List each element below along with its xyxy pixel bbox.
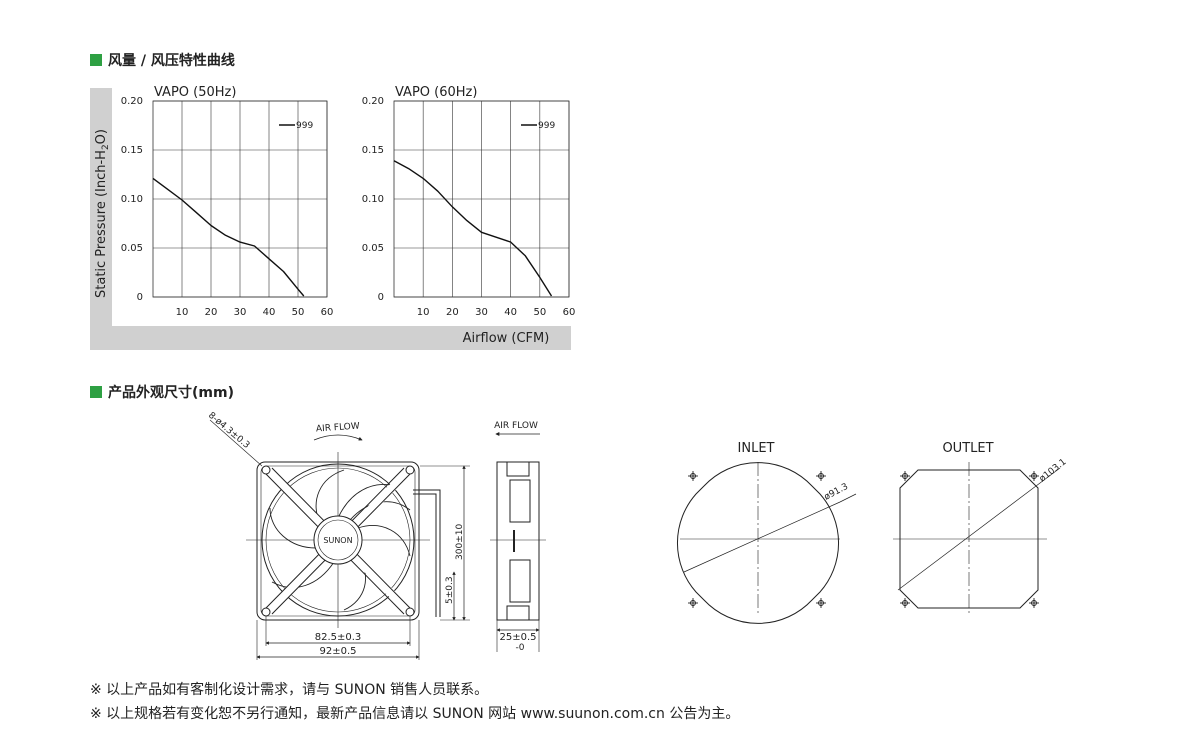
y-axis-label: Static Pressure (Inch-H2O): [94, 129, 111, 298]
y-tick-label: 0.10: [121, 194, 143, 205]
outlet-dia-line: [897, 479, 1045, 591]
airflow-front-arrow: [313, 434, 363, 441]
fan-hub: [313, 515, 363, 565]
hole-label: 8-ø4.3±0.3: [206, 411, 251, 451]
strip-dim-label: 5±0.3: [445, 576, 455, 604]
side-bottom-rib: [506, 605, 530, 621]
side-top-rib: [506, 461, 530, 477]
cable-dim-label: 300±10: [455, 524, 465, 560]
y-tick-label: 0.05: [362, 243, 384, 254]
x-tick-label: 20: [205, 307, 218, 318]
x-tick-label: 50: [533, 307, 546, 318]
mount-dim-label: 82.5±0.3: [315, 632, 362, 643]
outlet-mount-marks: [900, 471, 1039, 608]
note-customization: ※ 以上产品如有客制化设计需求，请与 SUNON 销售人员联系。: [90, 682, 489, 698]
legend-label: 999: [296, 121, 313, 131]
y-tick-label: 0.20: [362, 96, 384, 107]
x-tick-label: 60: [321, 307, 334, 318]
chart-title: VAPO (60Hz): [395, 85, 477, 100]
size-dim-label: 92±0.5: [319, 646, 356, 657]
legend-label: 999: [538, 121, 555, 131]
series-line: [152, 177, 305, 297]
fan-shroud: [261, 463, 415, 617]
curves-title-text: 风量 / 风压特性曲线: [108, 53, 235, 69]
ylabel-band: [90, 88, 112, 350]
inlet-view: [677, 462, 857, 624]
series-line: [393, 160, 553, 297]
outlet-dia-leader: [1043, 467, 1061, 481]
curves-section-title: 风量 / 风压特性曲线: [90, 50, 235, 70]
x-axis-label: Airflow (CFM): [463, 331, 550, 346]
x-tick-label: 10: [176, 307, 189, 318]
mount-hole-tr: [405, 465, 415, 475]
outlet-view: [893, 462, 1061, 614]
side-lower-window: [509, 559, 531, 603]
outlet-dia-label: ø103.1: [1038, 457, 1069, 484]
chart-title: VAPO (50Hz): [154, 85, 236, 100]
green-square-icon: [90, 386, 102, 398]
y-tick-label: 0: [137, 292, 143, 303]
y-tick-label: 0.15: [121, 145, 143, 156]
chart-60hz: 10 20 30 40 50 60 0 0.05 0.10 0.15 0.20 VAPO (60Hz)…: [362, 85, 576, 318]
side-view: [490, 432, 546, 652]
y-tick-label: 0.10: [362, 194, 384, 205]
xlabel-band: [90, 326, 571, 350]
y-tick-label: 0.05: [121, 243, 143, 254]
outlet-title: OUTLET: [942, 441, 993, 456]
inlet-mount-marks: [688, 471, 826, 608]
fan-hub-inner: [317, 519, 359, 561]
cable-2: [413, 493, 437, 617]
brand-label: SUNON: [323, 536, 352, 545]
side-frame: [496, 461, 540, 621]
x-tick-label: 10: [417, 307, 430, 318]
chart-50hz: 10 20 30 40 50 60 0 0.05 0.10 0.15 0.20 VAPO (50Hz)…: [121, 85, 334, 318]
inlet-dia-leader: [839, 493, 857, 503]
hole-leader: [209, 419, 263, 467]
cable: [413, 489, 441, 617]
x-tick-label: 40: [504, 307, 517, 318]
x-tick-label: 50: [292, 307, 305, 318]
side-upper-window: [509, 479, 531, 523]
x-tick-label: 40: [263, 307, 276, 318]
x-tick-label: 20: [446, 307, 459, 318]
inlet-dia-line: [683, 501, 841, 573]
front-view: [209, 419, 470, 660]
fan-shroud-inner: [265, 467, 411, 613]
inlet-opening: [677, 462, 839, 624]
y-tick-label: 0.15: [362, 145, 384, 156]
x-tick-label: 30: [234, 307, 247, 318]
depth-dim-label: 25±0.5: [499, 632, 536, 643]
characteristic-curves: Static Pressure (Inch-H2O) Airflow (CFM)…: [90, 85, 576, 350]
airflow-side-label: AIR FLOW: [494, 421, 538, 431]
dimensions-title-text: 产品外观尺寸(mm): [108, 385, 234, 401]
x-tick-label: 30: [475, 307, 488, 318]
inlet-title: INLET: [738, 441, 775, 456]
note-specification: ※ 以上规格若有变化恕不另行通知，最新产品信息请以 SUNON 网站 www.s…: [90, 706, 740, 722]
x-tick-label: 60: [563, 307, 576, 318]
y-tick-label: 0.20: [121, 96, 143, 107]
airflow-front-label: AIR FLOW: [316, 421, 360, 434]
inlet-dia-label: ø91.3: [823, 482, 850, 503]
dimensions-section-title: 产品外观尺寸(mm): [90, 382, 234, 402]
mount-hole-tl: [261, 465, 271, 475]
y-tick-label: 0: [378, 292, 384, 303]
fan-frame: [256, 461, 420, 621]
depth-dim-tolerance: -0: [516, 643, 525, 653]
green-square-icon: [90, 54, 102, 66]
outlet-opening: [899, 469, 1039, 609]
